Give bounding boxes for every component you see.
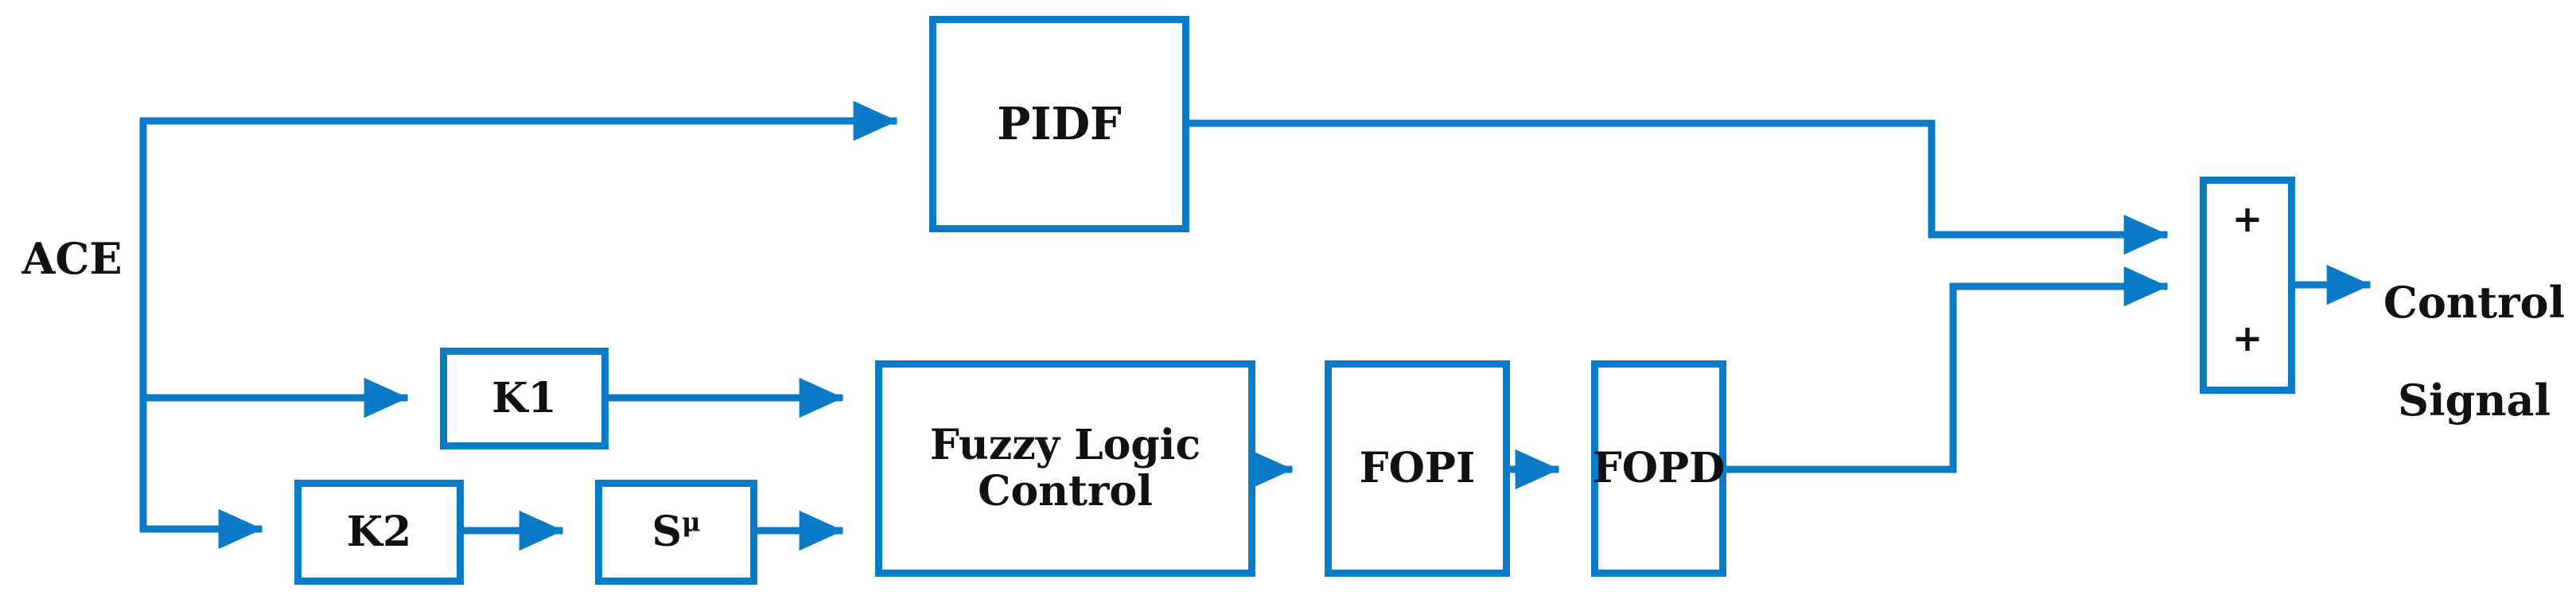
block-k1-label: K1: [492, 373, 557, 422]
block-pidf[interactable]: PIDF: [929, 16, 1189, 232]
input-label-ace: ACE: [21, 233, 123, 284]
block-s-mu-label: Sμ: [652, 507, 701, 556]
block-fopd[interactable]: FOPD: [1591, 360, 1726, 577]
block-pidf-label: PIDF: [997, 97, 1122, 150]
block-k2-label: K2: [346, 507, 412, 556]
block-s-mu-exponent: μ: [681, 507, 701, 538]
wire-pidf-to-sum: [1185, 119, 2169, 255]
output-label-line2: Signal: [2397, 374, 2551, 426]
block-s-mu[interactable]: Sμ: [595, 480, 757, 585]
wire-fopd-to-sum: [1722, 266, 2169, 473]
block-k2[interactable]: K2: [294, 480, 464, 585]
block-fopd-label: FOPD: [1592, 443, 1726, 492]
summing-junction[interactable]: [2200, 177, 2295, 394]
block-fopi-label: FOPI: [1359, 443, 1476, 492]
block-fuzzy-logic-control-label: Fuzzy Logic Control: [929, 420, 1201, 516]
block-fuzzy-logic-control[interactable]: Fuzzy Logic Control: [875, 360, 1255, 577]
block-fopi[interactable]: FOPI: [1325, 360, 1510, 577]
summing-junction-plus-top: +: [2232, 197, 2263, 240]
output-label-control-signal: Control Signal: [2375, 229, 2574, 474]
summing-junction-plus-bottom: +: [2232, 317, 2263, 360]
block-k1[interactable]: K1: [440, 348, 609, 449]
output-label-line1: Control: [2383, 276, 2566, 328]
block-s-mu-base: S: [652, 507, 682, 556]
